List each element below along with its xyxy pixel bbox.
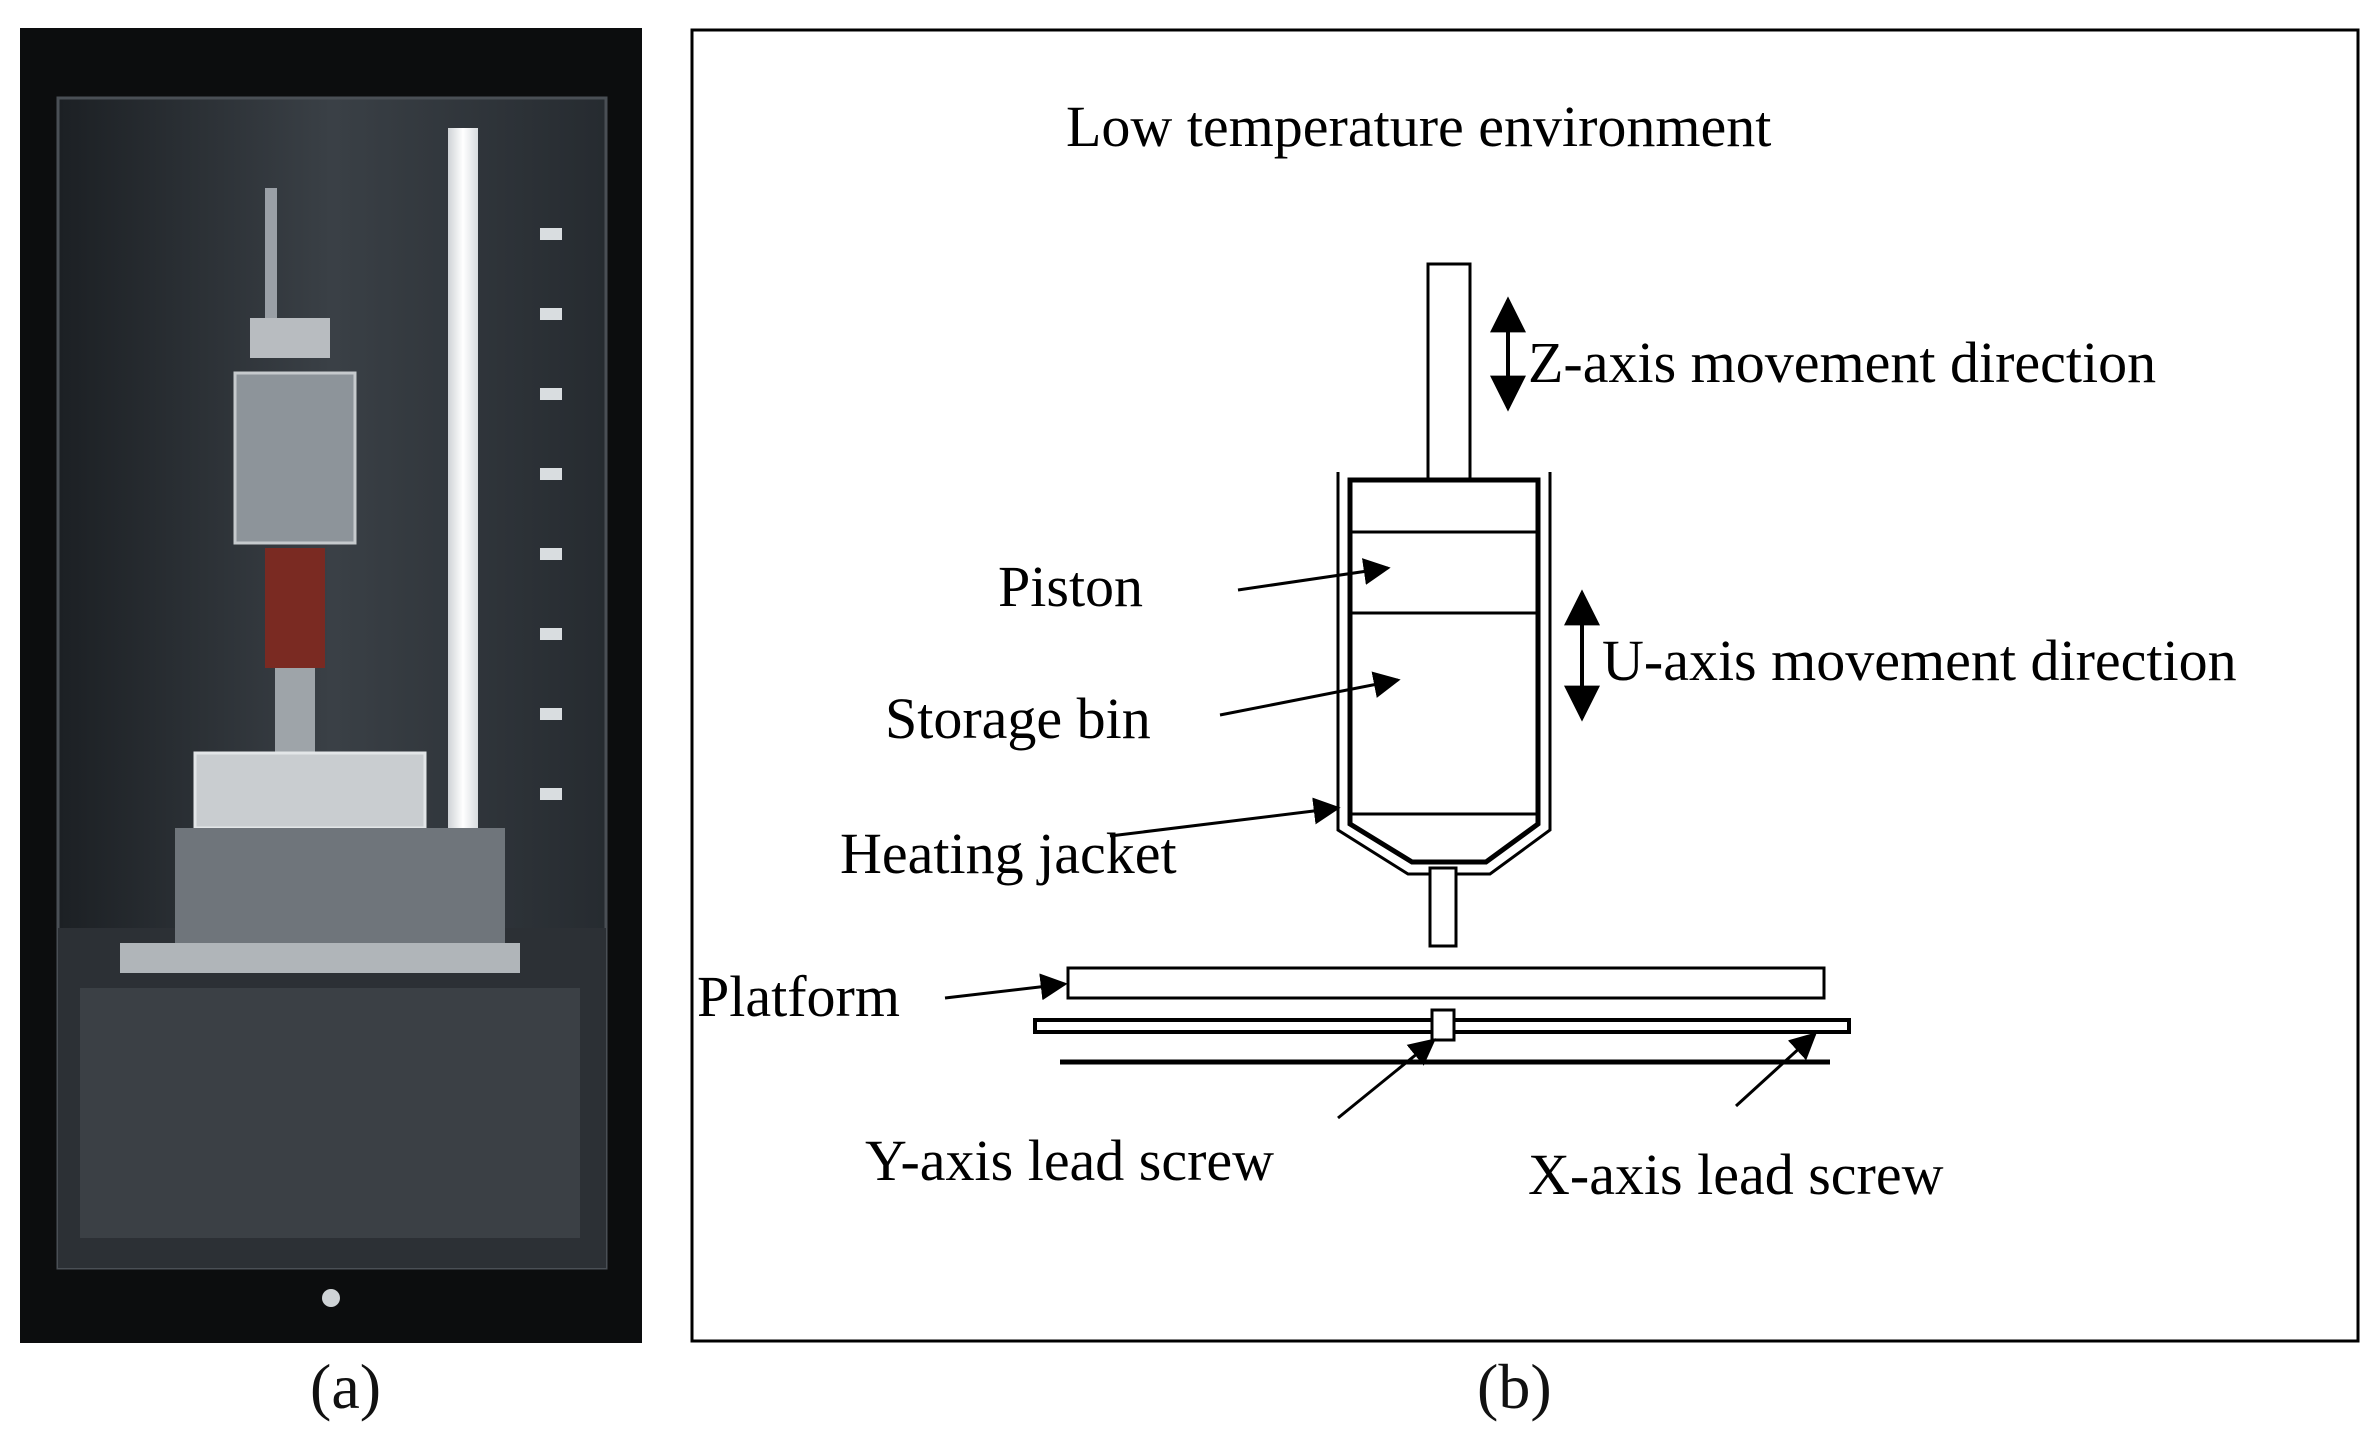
platform-leader [944,973,1068,1001]
platform-label: Platform [697,964,900,1029]
x-axis-leader [1734,1032,1817,1108]
nozzle [1428,866,1458,948]
y-axis-lead-screw-label: Y-axis lead screw [865,1128,1274,1193]
lock-icon [322,1289,340,1307]
schematic-diagram: Low temperature environment Z-axis movem… [690,28,2360,1343]
z-axis-label: Z-axis movement direction [1528,330,2156,395]
storage-bin-leader [1219,671,1401,717]
heating-jacket-label: Heating jacket [840,821,1177,886]
bottom-panel [80,988,580,1238]
caption-b: (b) [1477,1351,1552,1422]
storage-bin-label: Storage bin [885,686,1151,751]
environment-label: Low temperature environment [1066,94,1771,159]
piston-label: Piston [998,554,1143,619]
y-axis-leader [1337,1038,1437,1120]
storage-bin [1347,477,1541,865]
shelf-clips [540,228,562,800]
led-light-tube [448,128,478,848]
printer-mechanism [120,188,520,973]
diagram-border [690,28,2360,1343]
heating-jacket-leader [1109,797,1341,838]
u-axis-label: U-axis movement direction [1602,628,2237,693]
platform [1066,966,1826,1000]
y-axis-carriage [1430,1008,1456,1042]
x-axis-lead-screw-label: X-axis lead screw [1528,1142,1944,1207]
piston-leader [1237,558,1391,592]
printer-photo [20,28,642,1343]
caption-a: (a) [310,1351,382,1422]
